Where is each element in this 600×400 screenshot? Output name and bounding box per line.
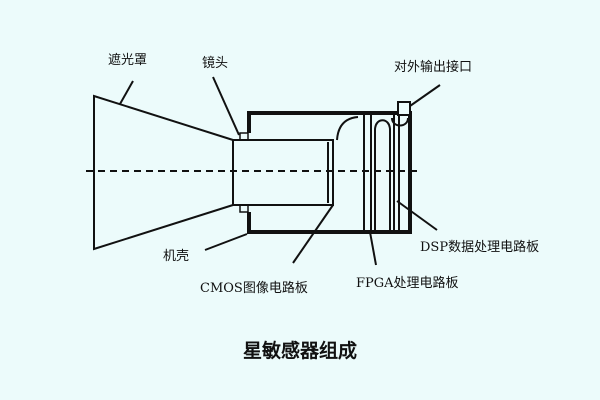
label-housing: 机壳	[163, 249, 190, 264]
label-cmos-board: CMOS图像电路板	[200, 281, 308, 296]
circuit-boards	[363, 115, 409, 230]
label-fpga-board: FPGA处理电路板	[356, 276, 459, 291]
leader-lines	[119, 76, 441, 266]
diagram-title: 星敏感器组成	[242, 340, 357, 362]
label-light-hood: 遮光罩	[108, 53, 148, 68]
output-connector	[397, 101, 411, 116]
housing	[247, 111, 412, 234]
label-lens: 镜头	[202, 56, 229, 71]
lens	[232, 139, 334, 206]
label-dsp-board: DSP数据处理电路板	[420, 240, 540, 255]
light-hood	[93, 94, 234, 251]
label-output-connector: 对外输出接口	[394, 60, 473, 75]
